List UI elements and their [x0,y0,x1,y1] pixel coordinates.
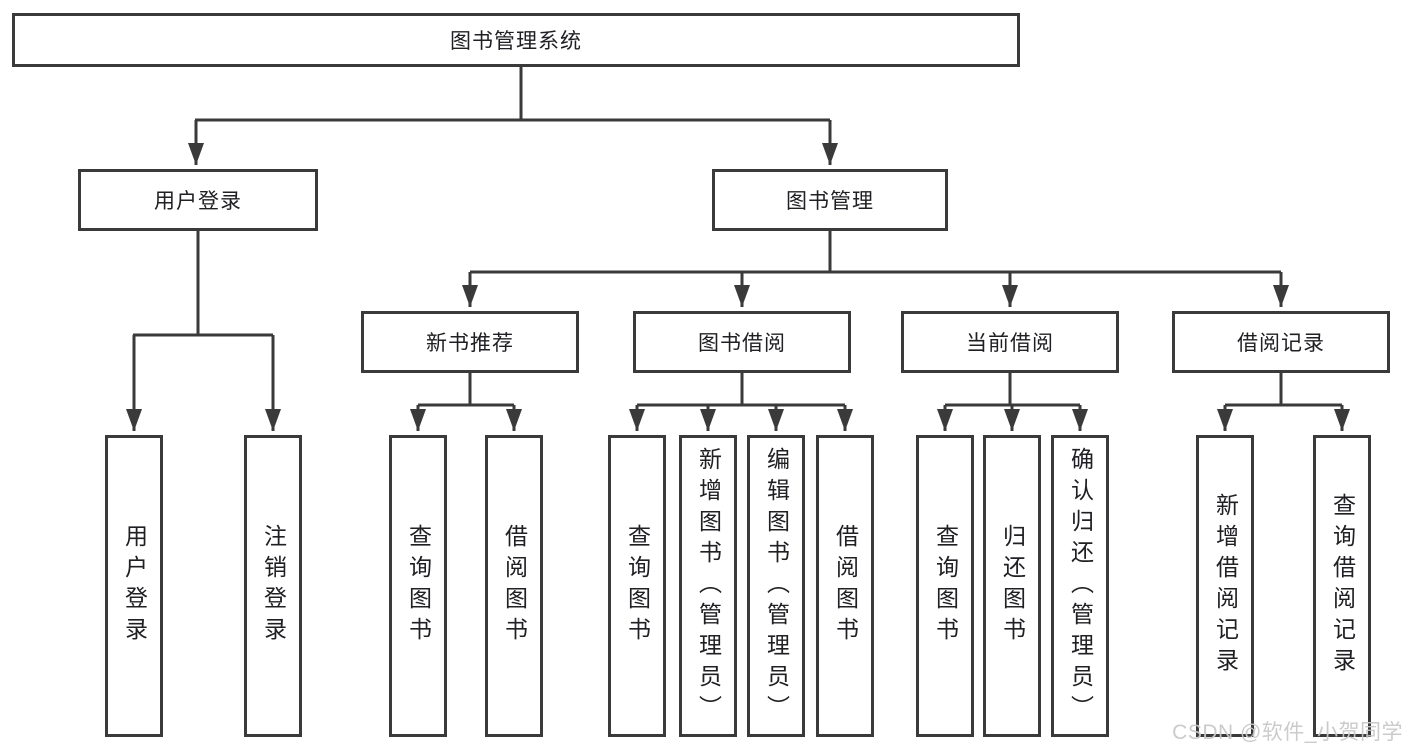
node-label: 借阅记录 [1237,332,1325,355]
node-user-login: 用户登录 [78,169,318,231]
leaf-label: 新增借阅记录 [1212,493,1239,679]
leaf-label: 查询图书 [405,524,432,648]
node-new-book-recommend: 新书推荐 [361,311,579,373]
leaf-label: 借阅图书 [832,524,859,648]
leaf-query-borrow-record: 查询借阅记录 [1313,435,1371,737]
leaf-borrow-books: 借阅图书 [816,435,874,737]
node-label: 新书推荐 [426,332,514,355]
leaf-edit-books-admin: 编辑图书（管理员） [747,435,805,737]
node-label: 图书管理系统 [450,30,582,53]
leaf-logout: 注销登录 [244,435,302,737]
leaf-label: 查询图书 [932,524,959,648]
leaf-label: 归还图书 [999,524,1026,648]
leaf-label: 新增图书（管理员） [695,446,722,726]
leaf-label: 查询图书 [624,524,651,648]
leaf-borrow-books: 借阅图书 [485,435,543,737]
leaf-add-borrow-record: 新增借阅记录 [1196,435,1254,737]
node-book-management: 图书管理 [712,169,948,231]
leaf-user-login: 用户登录 [105,435,163,737]
node-library-system: 图书管理系统 [12,13,1020,67]
leaf-confirm-return-admin: 确认归还（管理员） [1051,435,1109,737]
leaf-label: 查询借阅记录 [1329,493,1356,679]
node-label: 当前借阅 [966,332,1054,355]
node-borrow-records: 借阅记录 [1172,311,1390,373]
leaf-label: 编辑图书（管理员） [763,446,790,726]
node-label: 图书管理 [786,190,874,213]
node-book-borrow: 图书借阅 [633,311,851,373]
node-label: 图书借阅 [698,332,786,355]
leaf-label: 借阅图书 [501,524,528,648]
leaf-add-books-admin: 新增图书（管理员） [679,435,737,737]
leaf-label: 用户登录 [121,524,148,648]
node-current-borrow: 当前借阅 [901,311,1119,373]
leaf-query-books: 查询图书 [389,435,447,737]
leaf-label: 注销登录 [260,524,287,648]
leaf-label: 确认归还（管理员） [1067,446,1094,726]
leaf-return-books: 归还图书 [983,435,1041,737]
node-label: 用户登录 [154,190,242,213]
leaf-query-books: 查询图书 [608,435,666,737]
csdn-watermark: CSDN @软件_小贺同学 [1172,721,1403,744]
leaf-query-books: 查询图书 [916,435,974,737]
